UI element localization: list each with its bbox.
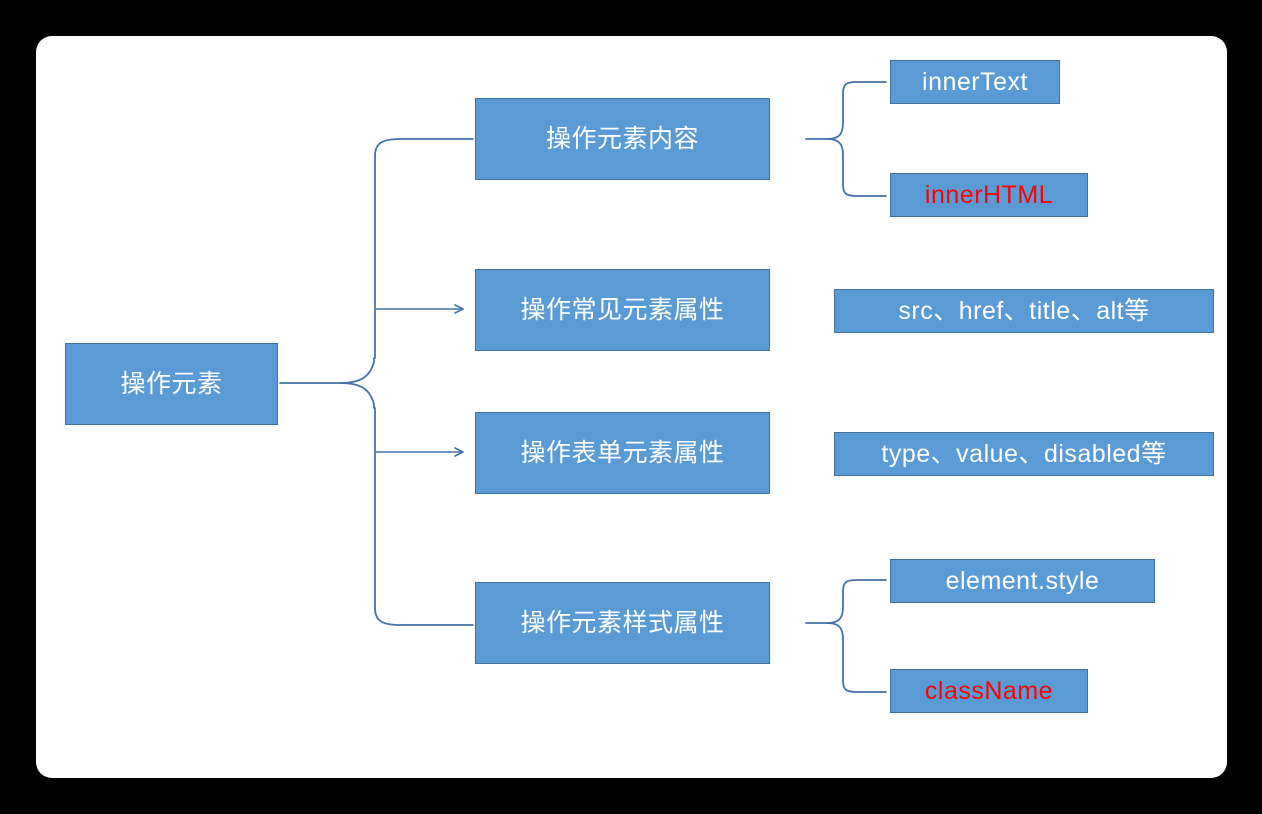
node-operate-element-content[interactable]: 操作元素内容: [475, 98, 770, 180]
node-operate-element-style-attributes[interactable]: 操作元素样式属性: [475, 582, 770, 664]
node-classname[interactable]: className: [890, 669, 1088, 713]
node-innertext[interactable]: innerText: [890, 60, 1060, 104]
node-operate-form-element-attributes[interactable]: 操作表单元素属性: [475, 412, 770, 494]
node-form-attribute-list[interactable]: type、value、disabled等: [834, 432, 1214, 476]
node-innerhtml[interactable]: innerHTML: [890, 173, 1088, 217]
node-operate-common-element-attributes[interactable]: 操作常见元素属性: [475, 269, 770, 351]
node-element-style[interactable]: element.style: [890, 559, 1155, 603]
node-common-attribute-list[interactable]: src、href、title、alt等: [834, 289, 1214, 333]
node-root-operate-element[interactable]: 操作元素: [65, 343, 278, 425]
